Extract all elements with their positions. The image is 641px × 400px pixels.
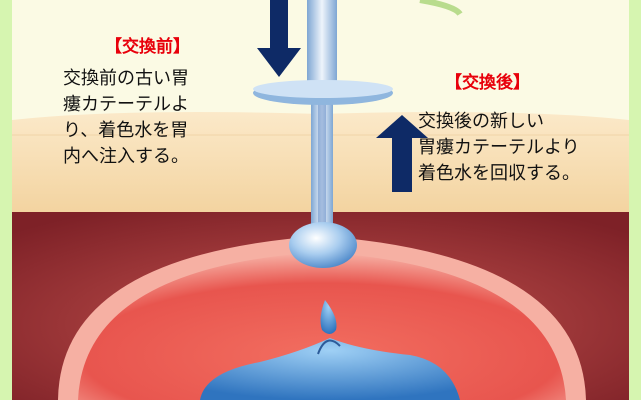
- catheter-tube-top: [307, 0, 337, 96]
- after-line: 胃瘻カテーテルより: [418, 137, 580, 158]
- water-drop: [320, 300, 337, 334]
- after-line: 着色水を回収する。: [418, 163, 580, 184]
- after-line: 交換後の新しい: [418, 111, 544, 132]
- before-line: 内へ注入する。: [63, 146, 189, 167]
- before-line: り、着色水を胃: [63, 120, 189, 141]
- internal-balloon: [289, 222, 357, 268]
- before-description: 交換前の古い胃 瘻カテーテルよ り、着色水を胃 内へ注入する。: [63, 66, 189, 170]
- before-line: 交換前の古い胃: [63, 68, 189, 89]
- after-description: 交換後の新しい 胃瘻カテーテルより 着色水を回収する。: [418, 109, 580, 187]
- arrow-up-icon: [376, 115, 428, 192]
- before-line: 瘻カテーテルよ: [63, 94, 189, 115]
- arrow-down-icon: [257, 0, 301, 77]
- before-heading: 【交換前】: [105, 37, 190, 57]
- water-pool: [200, 338, 460, 400]
- after-heading: 【交換後】: [445, 73, 530, 93]
